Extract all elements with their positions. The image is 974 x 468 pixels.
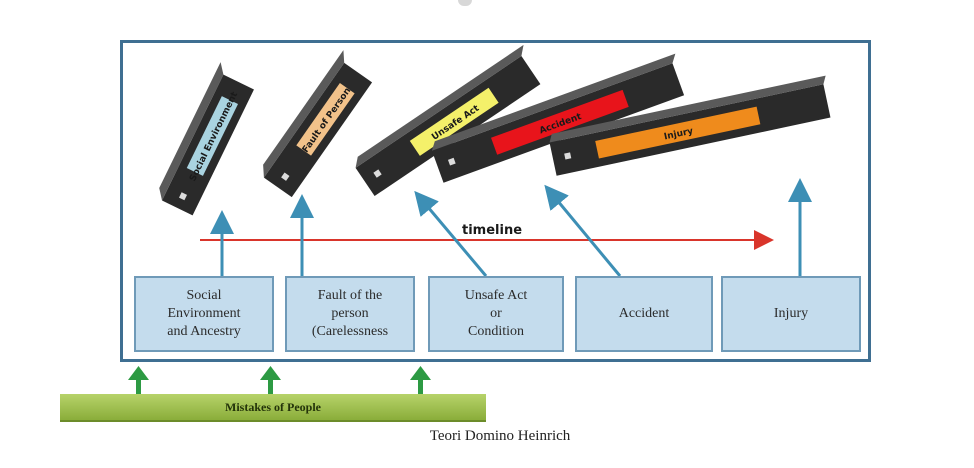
foundation-arrows [128, 366, 431, 394]
domino-social-environment: Social Environment [159, 62, 254, 216]
domino-injury: Injury [549, 75, 831, 176]
domino-fault-of-person: Fault of Person [263, 50, 373, 198]
stage-box-social-environment: Social Environment and Ancestry [134, 276, 274, 352]
domino-unsafe-act: Unsafe Act [355, 44, 541, 197]
timeline-label: timeline [462, 223, 522, 238]
foundation-bar: Mistakes of People [60, 394, 486, 422]
domino-color-panel [186, 96, 239, 176]
top-decoration [458, 0, 472, 6]
connector-arrow [414, 190, 488, 277]
domino-accident: Accident [431, 53, 685, 183]
stage-box-injury: Injury [721, 276, 861, 352]
stage-box-fault-of-person: Fault of the person (Carelessness [285, 276, 415, 352]
domino-color-panel [409, 87, 499, 156]
stage-box-unsafe-act: Unsafe Act or Condition [428, 276, 564, 352]
domino-color-panel [296, 83, 355, 156]
connector-arrow [544, 184, 622, 277]
stage-box-accident: Accident [575, 276, 713, 352]
domino-color-panel [595, 106, 761, 159]
domino-color-panel [491, 89, 629, 155]
diagram-caption: Teori Domino Heinrich [429, 428, 571, 444]
